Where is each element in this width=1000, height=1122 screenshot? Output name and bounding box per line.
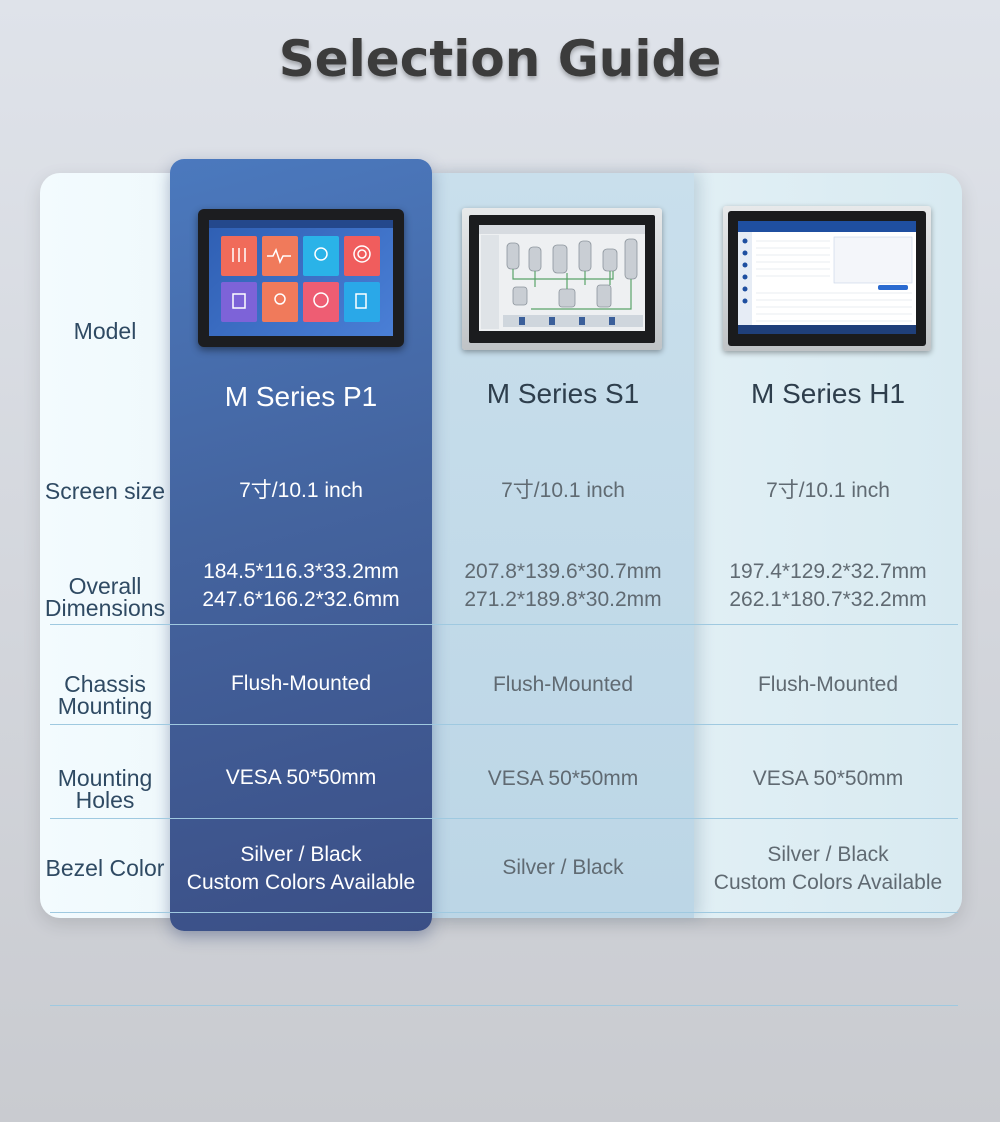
- h1-bezel-line1: Silver / Black: [767, 843, 889, 866]
- s1-screen-size: 7寸/10.1 inch: [501, 479, 625, 502]
- h1-device-image: [723, 206, 931, 351]
- row-divider: [50, 724, 958, 725]
- p1-device-image: [198, 209, 404, 347]
- page-title: Selection Guide: [278, 30, 722, 88]
- h1-dimension-1: 197.4*129.2*32.7mm: [729, 560, 927, 583]
- h1-screen-size: 7寸/10.1 inch: [766, 479, 890, 502]
- app-tiles-illustration: [209, 220, 393, 322]
- label-mounting-line1: Chassis: [64, 671, 146, 697]
- data-table-illustration: [738, 221, 916, 334]
- s1-dimension-1: 207.8*139.6*30.7mm: [464, 560, 662, 583]
- footer-divider: [50, 1005, 958, 1006]
- label-bezel-color: Bezel Color: [45, 855, 165, 881]
- p1-bezel-color: Silver / Black Custom Colors Available: [170, 841, 432, 897]
- row-divider: [50, 818, 958, 819]
- p1-bezel-line1: Silver / Black: [240, 843, 362, 866]
- s1-bezel-color: Silver / Black: [432, 854, 694, 882]
- h1-mounting: Flush-Mounted: [757, 673, 899, 696]
- s1-screen: [479, 225, 645, 331]
- label-dimensions-line1: Overall: [68, 573, 142, 599]
- p1-bezel-line2: Custom Colors Available: [186, 871, 416, 894]
- label-screen-size: Screen size: [44, 478, 166, 504]
- s1-device-image: [462, 208, 662, 350]
- label-model: Model: [73, 318, 137, 344]
- row-divider: [50, 624, 958, 625]
- h1-screen: [738, 221, 916, 334]
- h1-dimensions: 197.4*129.2*32.7mm 262.1*180.7*32.2mm: [694, 558, 962, 614]
- h1-bezel-color: Silver / Black Custom Colors Available: [694, 841, 962, 897]
- p1-mounting: Flush-Mounted: [230, 672, 372, 695]
- h1-dimension-2: 262.1*180.7*32.2mm: [729, 588, 927, 611]
- label-dimensions: Overall Dimensions: [40, 573, 170, 621]
- p1-screen: [209, 220, 393, 336]
- label-mounting-holes: Mounting Holes: [40, 765, 170, 813]
- p1-dimension-1: 184.5*116.3*33.2mm: [203, 560, 399, 583]
- p1-dimension-2: 247.6*166.2*32.6mm: [202, 588, 400, 611]
- label-holes-line2: Holes: [75, 787, 135, 813]
- p1-dimensions: 184.5*116.3*33.2mm 247.6*166.2*32.6mm: [170, 558, 432, 614]
- s1-mounting-holes: VESA 50*50mm: [487, 767, 639, 790]
- scada-diagram-illustration: [479, 225, 645, 329]
- p1-model-name: M Series P1: [224, 381, 378, 412]
- s1-dimension-2: 271.2*189.8*30.2mm: [464, 588, 662, 611]
- label-holes-line1: Mounting: [57, 765, 153, 791]
- s1-mounting: Flush-Mounted: [492, 673, 634, 696]
- label-chassis-mounting: Chassis Mounting: [40, 671, 170, 719]
- row-divider: [50, 912, 958, 913]
- h1-model-name: M Series H1: [750, 378, 906, 409]
- label-dimensions-line2: Dimensions: [44, 595, 166, 621]
- h1-bezel-line2: Custom Colors Available: [713, 871, 943, 894]
- p1-screen-size: 7寸/10.1 inch: [239, 479, 363, 502]
- s1-model-name: M Series S1: [486, 378, 640, 409]
- s1-bezel-line1: Silver / Black: [502, 856, 624, 879]
- s1-dimensions: 207.8*139.6*30.7mm 271.2*189.8*30.2mm: [432, 558, 694, 614]
- p1-mounting-holes: VESA 50*50mm: [225, 766, 377, 789]
- label-mounting-line2: Mounting: [57, 693, 153, 719]
- h1-mounting-holes: VESA 50*50mm: [752, 767, 904, 790]
